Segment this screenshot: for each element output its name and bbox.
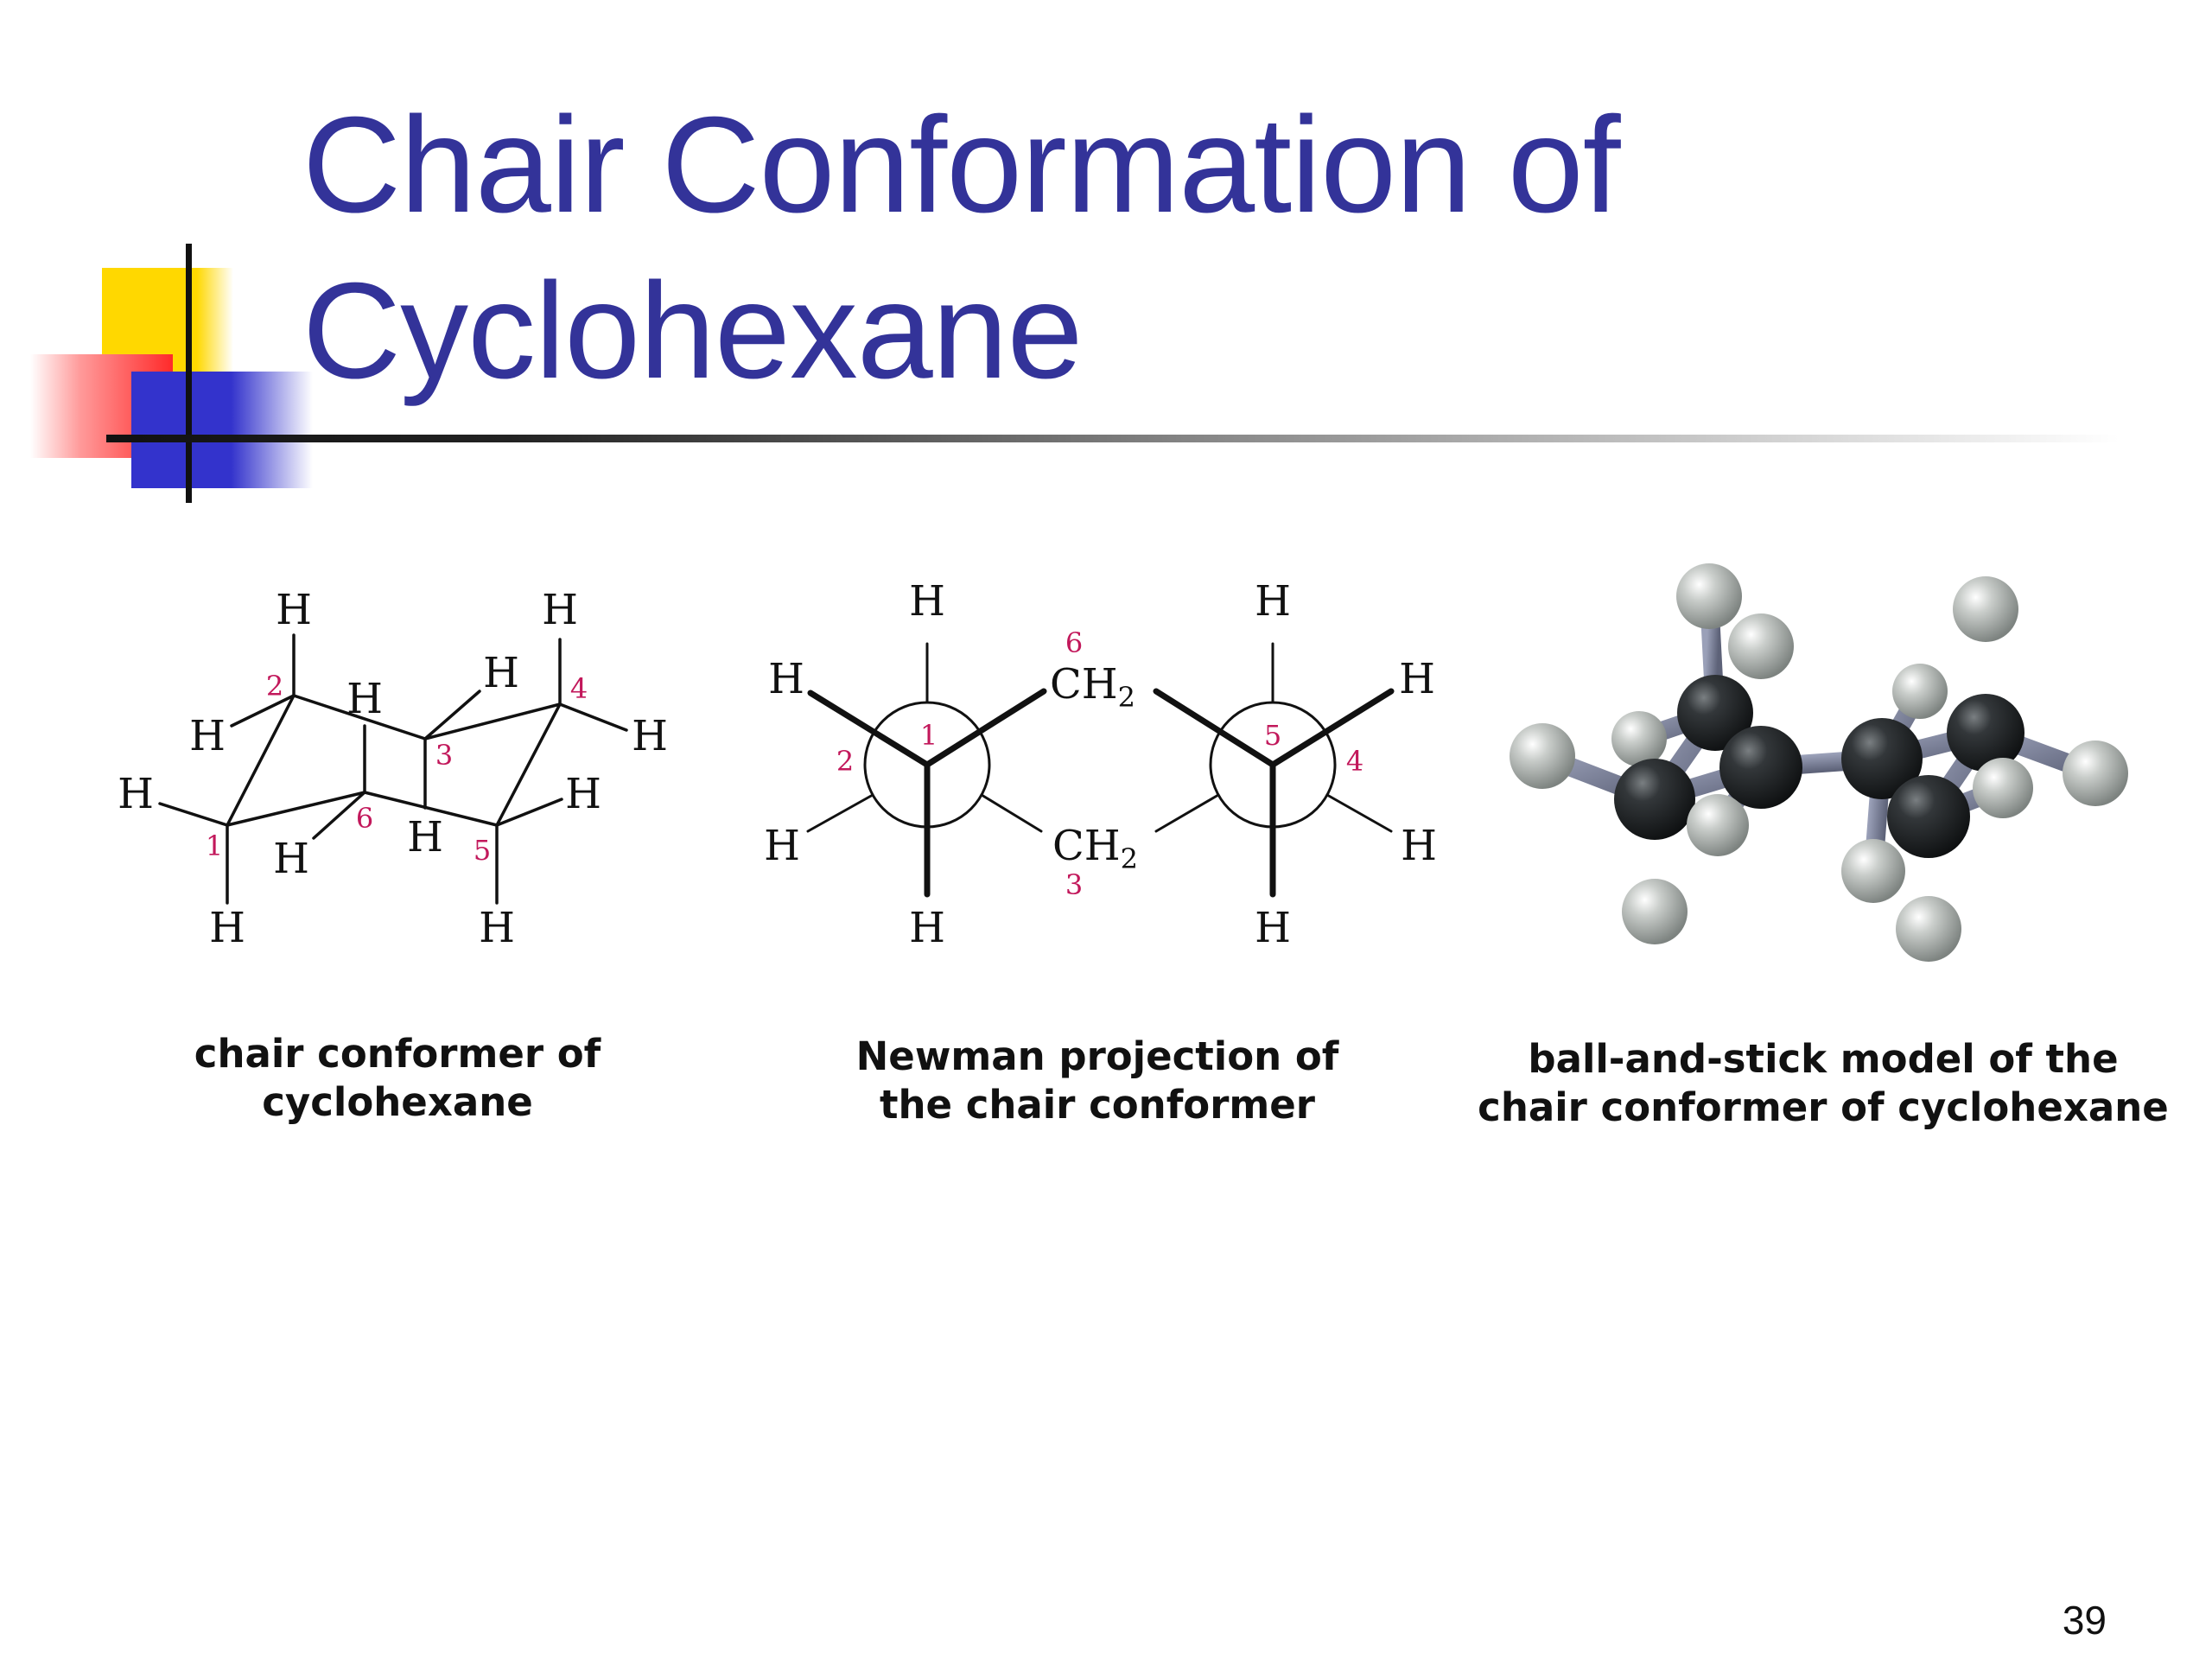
chair-ring-bond [423, 702, 562, 741]
newman-ch2-bottom: CH2 [1052, 822, 1138, 875]
hydrogen-atom [1953, 576, 2018, 642]
newman-h-label: H [1399, 655, 1435, 703]
chair-caption: chair conformer of cyclohexane [138, 1030, 657, 1127]
hydrogen-atom [2063, 741, 2128, 806]
carbon-atom [1614, 759, 1695, 840]
hydrogen-atom [1896, 896, 1961, 962]
carbon-atom [1947, 694, 2024, 772]
chair-ring-bond [363, 791, 499, 827]
hydrogen-atom [1622, 879, 1688, 944]
chair-carbon-number: 1 [206, 830, 223, 862]
hydrogen-atom [1510, 723, 1575, 789]
chair-h-label: H [632, 712, 668, 760]
newman-h-label: H [909, 577, 945, 626]
chair-carbon-number: 6 [356, 802, 373, 835]
decor-blue-square [131, 372, 313, 488]
chair-ring-bond [292, 694, 427, 741]
chair-ring-bond [226, 694, 296, 827]
newman-front-bond [1269, 688, 1395, 768]
hydrogen-atom [1728, 613, 1794, 679]
title-underline-rule [106, 435, 2120, 442]
chair-h-label: H [542, 586, 578, 634]
hydrogen-atom [1841, 839, 1905, 903]
carbon-atom [1677, 675, 1753, 751]
slide-title-line-1: Chair Conformation of [302, 89, 1621, 241]
chair-ring-bond [495, 702, 562, 827]
chair-h-label: H [483, 649, 519, 697]
chair-carbon-number: 3 [435, 739, 453, 772]
newman-rear-bond [806, 793, 874, 833]
carbon-atom [1887, 775, 1970, 858]
hydrogen-atom [1687, 794, 1749, 856]
newman-h-label: H [768, 655, 804, 703]
ballstick-caption-line-2: chair conformer of cyclohexane [1478, 1084, 2169, 1130]
decor-vertical-rule [186, 244, 192, 503]
chair-atom-labels: H H H H H H H H H H H H [118, 586, 668, 952]
chair-h-label: H [479, 904, 515, 952]
chair-h-label: H [118, 770, 154, 818]
chair-h-bond [158, 802, 229, 827]
newman-carbon-number: 6 [1065, 626, 1083, 659]
newman-h-label: H [1255, 577, 1291, 626]
newman-projection-figure [806, 642, 1395, 898]
chair-carbon-number: 4 [570, 672, 588, 705]
ballstick-caption: ball-and-stick model of the chair confor… [1469, 1035, 2177, 1132]
newman-h-label: H [1255, 904, 1291, 952]
chair-h-bond [230, 694, 296, 728]
hydrogen-atom [1676, 563, 1742, 629]
chair-h-label: H [189, 712, 226, 760]
newman-carbon-number: 1 [920, 719, 938, 752]
chair-h-label: H [276, 586, 312, 634]
chair-h-label: H [565, 770, 601, 818]
newman-rear-bond [980, 793, 1043, 833]
newman-carbon-numbers: 1 2 3 4 5 6 [836, 626, 1363, 901]
carbon-atom [1719, 726, 1802, 809]
carbon-atom [1841, 718, 1923, 799]
chair-h-label: H [273, 835, 309, 883]
newman-front-bond [924, 688, 1047, 768]
chair-h-bond [495, 798, 563, 827]
chair-h-bond [423, 690, 481, 741]
newman-carbon-number: 2 [836, 745, 854, 778]
slide-title-line-2: Cyclohexane [302, 255, 1083, 407]
hydrogen-atom [1973, 758, 2033, 818]
ballstick-caption-line-1: ball-and-stick model of the [1528, 1036, 2119, 1082]
chair-h-bond [312, 791, 366, 840]
chair-h-label: H [407, 813, 443, 861]
newman-carbon-number: 5 [1264, 719, 1281, 752]
ball-and-stick-atoms [1510, 563, 2128, 962]
chair-carbon-number: 2 [266, 670, 283, 702]
chair-caption-line-2: cyclohexane [262, 1079, 533, 1125]
page-number: 39 [2062, 1598, 2107, 1643]
chair-carbon-numbers: 1 2 3 4 5 6 [206, 670, 588, 867]
newman-front-bond [1153, 688, 1276, 768]
newman-rear-bond [1154, 793, 1220, 833]
chair-h-bond [558, 702, 628, 732]
chair-caption-line-1: chair conformer of [194, 1031, 601, 1077]
chair-conformer-figure [158, 633, 628, 905]
newman-caption: Newman projection of the chair conformer [804, 1033, 1391, 1129]
hydrogen-atom [1611, 711, 1667, 766]
newman-h-label: H [909, 904, 945, 952]
newman-carbon-number: 4 [1346, 745, 1363, 778]
slide-title: Chair Conformation of Cyclohexane [302, 82, 1621, 414]
newman-carbon-number: 3 [1065, 868, 1083, 901]
newman-h-label: H [1401, 822, 1437, 870]
newman-caption-line-1: Newman projection of [855, 1033, 1339, 1079]
chair-carbon-number: 5 [474, 834, 491, 867]
newman-h-label: H [764, 822, 800, 870]
chair-ring-bond [226, 791, 366, 827]
newman-atom-labels: H H H H H H H H CH2 CH2 [764, 577, 1437, 952]
chair-h-label: H [209, 904, 245, 952]
newman-ch2-top: CH2 [1050, 660, 1135, 714]
newman-rear-bond [1325, 793, 1393, 833]
newman-caption-line-2: the chair conformer [879, 1082, 1315, 1128]
hydrogen-atom [1892, 664, 1948, 719]
chair-h-label: H [346, 675, 383, 723]
newman-front-bond [807, 690, 931, 768]
